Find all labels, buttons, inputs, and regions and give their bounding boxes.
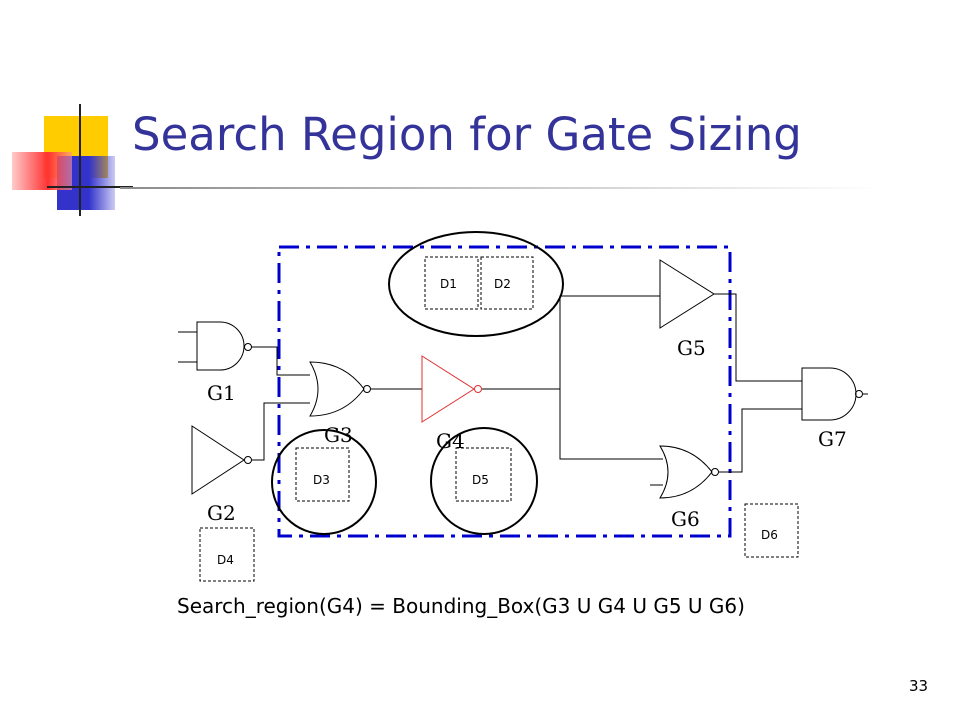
gate-g1 — [178, 321, 252, 371]
region-box-d3 — [295, 447, 350, 502]
slide-title: Search Region for Gate Sizing — [132, 108, 802, 161]
page-number: 33 — [909, 677, 929, 695]
region-box-d5 — [455, 447, 512, 502]
gate-label-g3: G3 — [324, 423, 353, 447]
region-box-d1 — [424, 256, 479, 310]
region-circle-d1-d2 — [388, 231, 564, 337]
region-box-d6 — [744, 503, 799, 558]
deco-red-square — [12, 152, 72, 190]
region-label-d2: D2 — [494, 277, 511, 291]
region-circle-d3 — [271, 429, 377, 535]
gate-g6 — [636, 445, 719, 499]
search-region-box — [277, 245, 732, 538]
region-label-d4: D4 — [217, 553, 234, 567]
gate-g4 — [421, 355, 482, 423]
gate-label-g2: G2 — [207, 501, 236, 525]
deco-vertical-line — [79, 104, 81, 216]
gate-label-g7: G7 — [818, 427, 847, 451]
region-label-d3: D3 — [313, 473, 330, 487]
gate-label-g1: G1 — [207, 381, 236, 405]
gate-label-g5: G5 — [677, 336, 706, 360]
region-label-d5: D5 — [472, 473, 489, 487]
search-region-formula: Search_region(G4) = Bounding_Box(G3 U G4… — [177, 594, 745, 618]
gate-g7 — [801, 367, 868, 421]
title-underline — [120, 187, 880, 189]
region-box-d2 — [480, 256, 534, 310]
region-label-d6: D6 — [761, 528, 778, 542]
gate-label-g6: G6 — [671, 507, 700, 531]
region-box-d4 — [199, 527, 255, 582]
gate-g2 — [191, 425, 252, 495]
region-circle-d5 — [430, 427, 538, 535]
region-label-d1: D1 — [440, 277, 457, 291]
gate-label-g4: G4 — [436, 429, 465, 453]
gate-g3 — [309, 361, 371, 417]
gate-g5 — [659, 259, 715, 329]
deco-horizontal-line — [47, 186, 133, 188]
